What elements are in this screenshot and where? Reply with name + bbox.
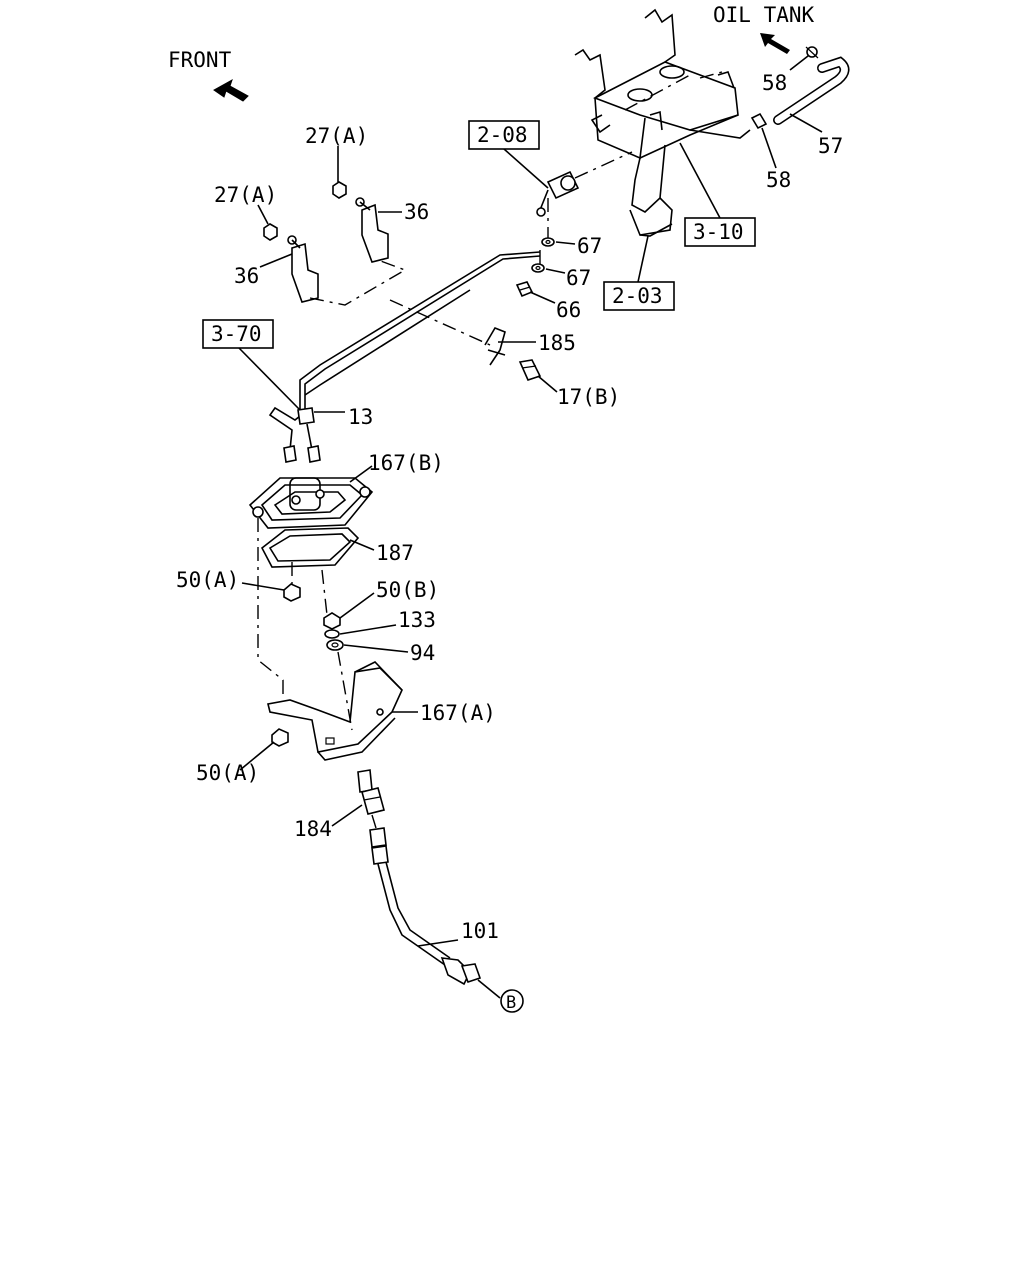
callout-185: 185 — [538, 331, 576, 355]
callout-94: 94 — [410, 641, 435, 665]
callout-57: 57 — [818, 134, 843, 158]
brake-pipe — [268, 251, 541, 451]
master-cylinder-pushrod — [536, 151, 633, 240]
callout-167a: 167(A) — [420, 701, 496, 725]
circle-b-label: B — [506, 993, 516, 1013]
front-arrow-icon — [213, 78, 249, 102]
bracket-167a — [267, 661, 403, 761]
union-184 — [357, 769, 385, 815]
ref-box-3-10[interactable]: 3-10 — [684, 217, 756, 247]
callout-50b: 50(B) — [376, 578, 439, 602]
callout-36-left: 36 — [234, 264, 259, 288]
callout-133: 133 — [398, 608, 436, 632]
fitting-13 — [283, 407, 321, 463]
oil-tank-arrow-icon — [760, 33, 790, 54]
callout-67-lower: 67 — [566, 266, 591, 290]
callout-58-upper: 58 — [762, 71, 787, 95]
circle-b-marker: B — [500, 989, 524, 1013]
nut-50a-upper — [283, 583, 301, 602]
ref-box-2-08[interactable]: 2-08 — [468, 120, 540, 150]
valve-plate-167b — [248, 477, 374, 529]
callout-67-upper: 67 — [577, 234, 602, 258]
hose-clip-58-lower — [750, 112, 768, 130]
callout-167b: 167(B) — [368, 451, 444, 475]
pedal-bracket-assembly — [574, 8, 751, 237]
front-label: FRONT — [168, 48, 232, 72]
callout-50a-upper: 50(A) — [176, 568, 239, 592]
oil-tank-label: OIL TANK — [713, 3, 815, 27]
clip-185 — [484, 327, 506, 366]
callout-58-lower: 58 — [766, 168, 791, 192]
callout-187: 187 — [376, 541, 414, 565]
callout-27a-upper: 27(A) — [305, 124, 368, 148]
bracket-36-right — [355, 197, 389, 263]
hose-57 — [773, 56, 850, 125]
ref-box-2-08-label: 2-08 — [477, 123, 528, 147]
callout-184: 184 — [294, 817, 332, 841]
callout-36-right: 36 — [404, 200, 429, 224]
callout-66: 66 — [556, 298, 581, 322]
ref-box-2-03-label: 2-03 — [612, 284, 663, 308]
ref-box-2-03[interactable]: 2-03 — [603, 281, 675, 311]
callout-50a-lower: 50(A) — [196, 761, 259, 785]
washer-94 — [326, 639, 344, 651]
hose-101 — [369, 827, 482, 986]
union-bolt-66 — [515, 281, 534, 298]
bolt-17b — [518, 359, 542, 381]
callout-17b: 17(B) — [557, 385, 620, 409]
washer-67-upper — [541, 237, 555, 247]
ref-box-3-10-label: 3-10 — [693, 220, 744, 244]
leader-lines — [238, 55, 823, 999]
callout-27a-left: 27(A) — [214, 183, 277, 207]
lock-washer-133 — [324, 629, 340, 639]
washer-67-lower — [531, 263, 545, 273]
hose-clip-58-upper — [805, 46, 819, 59]
nut-27a-left — [263, 223, 278, 241]
nut-50a-lower — [271, 728, 289, 747]
ref-box-3-70-label: 3-70 — [211, 322, 262, 346]
callout-13: 13 — [348, 405, 373, 429]
ref-box-3-70[interactable]: 3-70 — [202, 319, 274, 349]
gasket-187 — [260, 527, 360, 568]
nut-27a-top — [332, 181, 347, 199]
bracket-36-left — [287, 235, 319, 303]
callout-101: 101 — [461, 919, 499, 943]
nut-50b — [323, 612, 341, 630]
